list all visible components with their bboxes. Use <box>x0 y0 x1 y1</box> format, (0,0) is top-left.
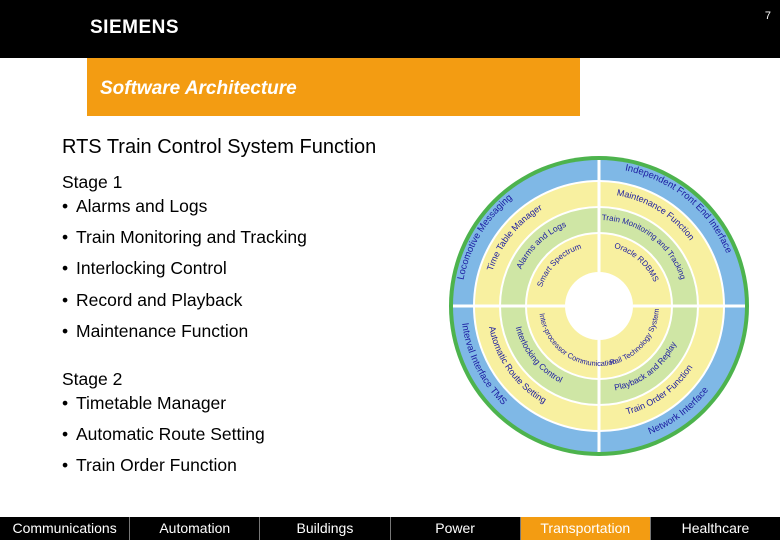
stage-2-title: Stage 2 <box>62 369 123 389</box>
list-item: •Train Monitoring and Tracking <box>62 227 307 247</box>
section-title: Software Architecture <box>100 78 297 99</box>
footer-nav: Communications Automation Buildings Powe… <box>0 517 780 540</box>
footer-link-transportation[interactable]: Transportation <box>520 517 651 540</box>
slide-title: RTS Train Control System Function <box>62 136 377 158</box>
footer-link-buildings[interactable]: Buildings <box>260 517 391 540</box>
stage-1-title: Stage 1 <box>62 172 123 192</box>
footer-link-healthcare[interactable]: Healthcare <box>681 520 750 536</box>
list-item: •Timetable Manager <box>62 393 227 413</box>
siemens-logo: SIEMENS <box>90 17 180 38</box>
footer-link-communications[interactable]: Communications <box>0 517 131 540</box>
footer-link-power[interactable]: Power <box>391 517 521 540</box>
section-banner: Software Architecture <box>87 58 580 116</box>
list-item: •Maintenance Function <box>62 321 249 341</box>
footer-link-automation[interactable]: Automation <box>130 517 261 540</box>
center-hub <box>565 272 633 340</box>
list-item: •Train Order Function <box>62 455 237 475</box>
list-item: •Record and Playback <box>62 290 243 310</box>
list-item: •Automatic Route Setting <box>62 424 265 444</box>
header-bar: SIEMENS 7 <box>0 0 780 58</box>
page-number: 7 <box>764 10 771 22</box>
list-item: •Interlocking Control <box>62 258 227 278</box>
list-item: •Alarms and Logs <box>62 196 208 216</box>
architecture-ring-diagram: Locomotive Messaging Independent Front E… <box>449 156 749 456</box>
